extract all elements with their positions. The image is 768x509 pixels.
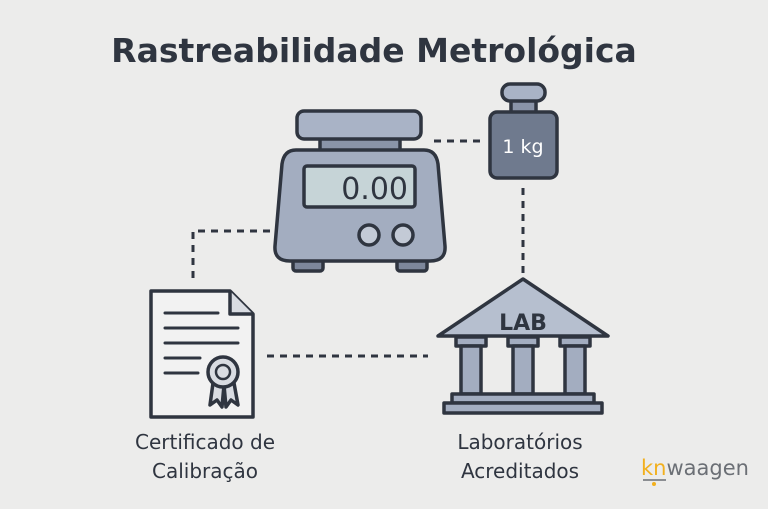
logo-part2: waagen	[666, 456, 748, 480]
lab-sign: LAB	[499, 311, 547, 336]
connector-scale-certificate	[191, 229, 270, 279]
scale-display-value: 0.00	[341, 172, 408, 207]
scale-button	[357, 223, 381, 247]
certificate-label-line1: Certificado de	[135, 430, 275, 454]
logo-part1: kn	[641, 456, 666, 480]
lab-building-icon: LAB	[436, 277, 610, 415]
scale-icon: 0.00	[273, 109, 447, 273]
scale-button	[391, 223, 415, 247]
lab-label-line1: Laboratórios	[457, 430, 582, 454]
lab-label-line2: Acreditados	[461, 459, 579, 483]
logo-text: knwaagen	[641, 456, 749, 480]
certificate-label-line2: Calibração	[152, 459, 258, 483]
weight-label: 1 kg	[502, 136, 543, 158]
certificate-icon	[149, 289, 255, 419]
brand-logo: knwaagen	[641, 456, 749, 486]
seal-icon	[206, 355, 240, 389]
page-title: Rastreabilidade Metrológica	[111, 31, 637, 70]
weight-icon: 1 kg	[488, 82, 559, 180]
connectors	[191, 139, 525, 358]
scale-display	[302, 164, 417, 209]
